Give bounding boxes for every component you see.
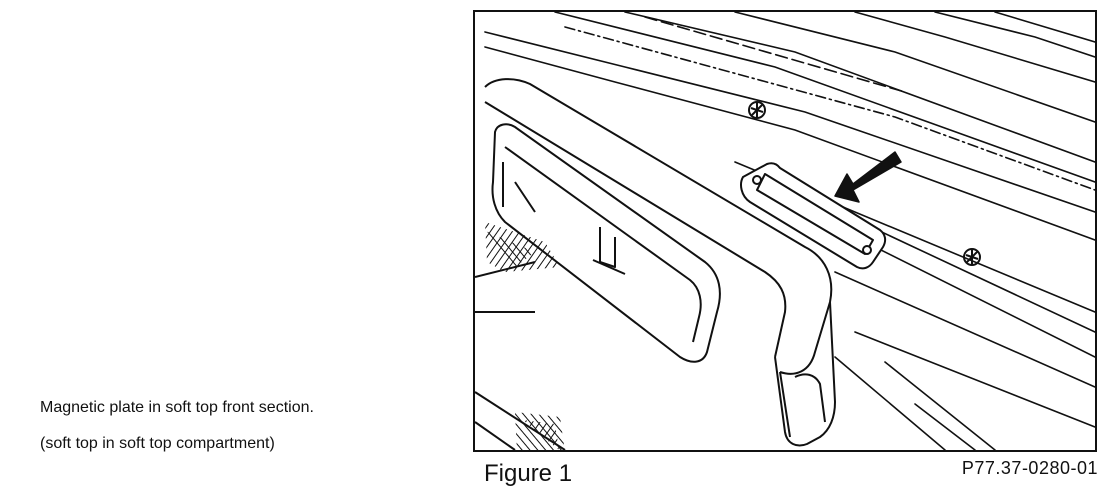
panel-lines xyxy=(484,12,1095,450)
figure-caption: Magnetic plate in soft top front section… xyxy=(40,390,314,462)
caption-line-1: Magnetic plate in soft top front section… xyxy=(40,399,314,416)
figure-label: Figure 1 xyxy=(484,460,573,487)
part-number: P77.37-0280-01 xyxy=(961,458,1098,478)
hatched-regions xyxy=(483,222,565,450)
magnetic-plate xyxy=(740,162,887,270)
caption-line-2: (soft top in soft top compartment) xyxy=(40,435,275,452)
technical-illustration xyxy=(473,10,1097,452)
screw-head-icon xyxy=(748,101,981,266)
pointer-arrow-icon xyxy=(834,151,902,203)
soft-top-compartment-drawing xyxy=(475,12,1095,450)
